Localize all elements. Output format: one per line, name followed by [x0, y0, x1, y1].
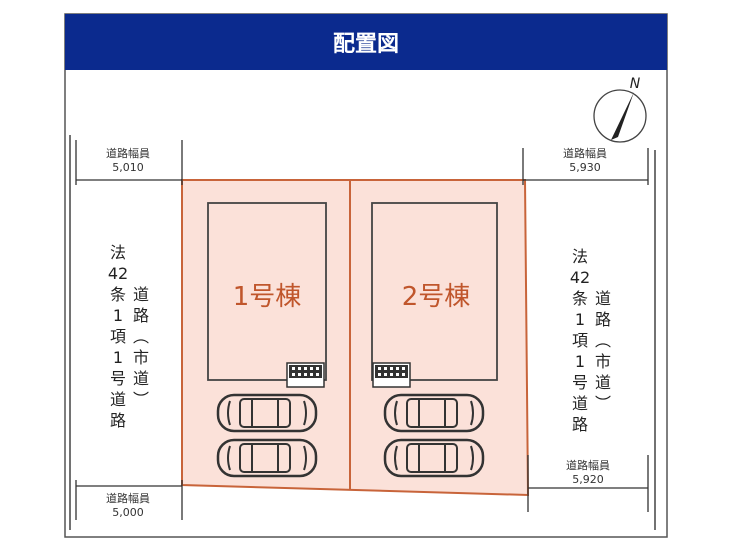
header-bar	[65, 14, 667, 70]
road-width-label: 道路幅員	[106, 491, 150, 505]
road-width-label: 道路幅員	[106, 146, 150, 160]
road-width-value: 5,010	[112, 161, 144, 174]
road-width-value: 5,920	[572, 473, 604, 486]
road-width-value: 5,000	[112, 506, 144, 519]
dimension-top-right	[522, 148, 649, 185]
road-width-label: 道路幅員	[566, 458, 610, 472]
lot-area	[181, 179, 530, 497]
road-width-value: 5,930	[569, 161, 601, 174]
building-2	[371, 202, 498, 381]
north-compass-icon: N	[593, 76, 647, 143]
building-2-label: 2号棟	[402, 282, 471, 312]
dimension-top-left	[75, 140, 183, 185]
entrance-steps-1	[286, 362, 325, 388]
north-label: N	[630, 76, 641, 92]
building-1-label: 1号棟	[233, 282, 302, 312]
dimension-bottom-right	[527, 455, 649, 512]
left-road-name: 道路︵市道︶	[133, 285, 149, 409]
building-1	[207, 202, 327, 381]
dimension-bottom-left	[75, 480, 183, 520]
page-title: 配置図	[333, 32, 399, 57]
road-width-label: 道路幅員	[563, 146, 607, 160]
right-road-name: 道路︵市道︶	[595, 289, 611, 413]
entrance-steps-2	[372, 362, 411, 388]
